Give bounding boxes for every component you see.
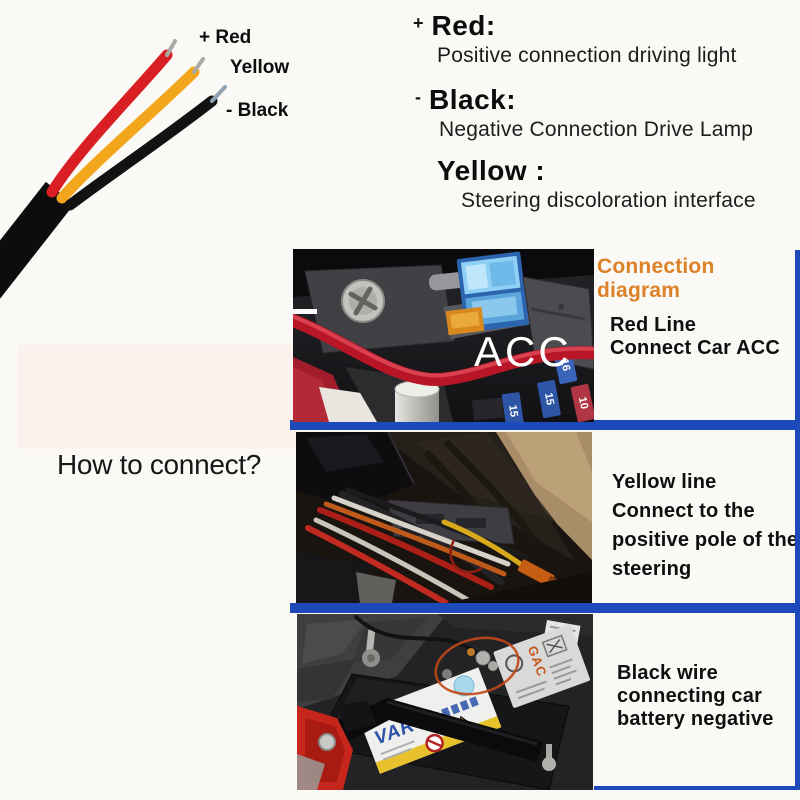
right-border — [795, 250, 800, 790]
bottom-shadow — [446, 572, 592, 603]
mini-fuse-10: 10 — [570, 383, 594, 422]
svg-text:10: 10 — [576, 396, 590, 410]
legend-item-yellow: Yellow : Steering discoloration interfac… — [437, 155, 756, 213]
relay-seam — [530, 307, 586, 321]
step-caption-yellow: Yellow line Connect to the positive pole… — [612, 471, 799, 580]
acc-label: ACC — [474, 328, 572, 375]
bottom-border — [594, 786, 800, 790]
yellow-tap-wire — [441, 519, 529, 571]
dash-panel-edge — [387, 432, 415, 485]
battery-scene: GAC VARTA — [297, 614, 593, 790]
question-text: How to connect? — [57, 449, 262, 480]
cable-illustration — [0, 39, 227, 299]
step-caption-red: Red Line Connect Car ACC — [610, 314, 781, 359]
thin-red-wire — [449, 539, 483, 574]
terminal-post — [394, 380, 440, 422]
svg-text:15: 15 — [506, 404, 520, 418]
steering-harness-photo — [296, 432, 592, 603]
svg-text:15: 15 — [542, 392, 556, 406]
divider-2 — [290, 603, 800, 613]
prohibition-icon — [425, 733, 444, 753]
cable-label-red: + Red — [199, 27, 252, 48]
cable-jacket — [0, 181, 75, 299]
legend-item-red: + Red: Positive connection driving light — [413, 10, 737, 68]
black-wire — [64, 95, 218, 211]
yellow-wire — [56, 66, 200, 204]
legend-black-title: -Black: — [415, 84, 753, 116]
relay-box — [522, 276, 594, 370]
relay-dot — [558, 304, 564, 310]
legend-yellow-title: Yellow : — [437, 155, 756, 187]
black-wire-tip — [210, 85, 227, 103]
blue-glyph-marks — [441, 696, 479, 719]
gac-label: GAC — [493, 624, 591, 708]
fuse-box-scene: 16 15 15 10 — [293, 249, 594, 422]
fuse-box-photo: 16 15 15 10 — [293, 249, 594, 422]
yellow-wire-tip — [192, 57, 205, 74]
bracket-foot — [337, 700, 377, 732]
red-wire-tip — [165, 39, 177, 57]
mounting-studs — [362, 629, 556, 771]
legend-item-black: -Black: Negative Connection Drive Lamp — [415, 84, 753, 142]
svg-text:16: 16 — [558, 358, 572, 372]
highlight-ellipse — [434, 636, 520, 696]
legend-red-name: Red: — [431, 10, 496, 41]
floor-highlight — [506, 432, 592, 522]
bracket-slot-3 — [400, 528, 420, 536]
empty-fuse-slot — [472, 397, 504, 421]
dash-panel-gloss — [306, 434, 384, 472]
silver-bracket — [356, 572, 396, 603]
legend-yellow-name: Yellow : — [437, 155, 546, 186]
legend-red-title: + Red: — [413, 10, 737, 42]
panel-title: Connection diagram — [597, 255, 715, 302]
positive-terminal-cover — [297, 706, 353, 790]
red-wire — [46, 49, 173, 198]
legend-black-description: Negative Connection Drive Lamp — [439, 118, 754, 141]
minus-sign: - — [415, 87, 421, 107]
red-acc-wire-highlight — [293, 314, 594, 378]
pink-wash — [18, 345, 296, 449]
seat-bolster — [416, 432, 556, 522]
phillips-screw — [341, 279, 385, 323]
negative-clamp — [467, 648, 498, 671]
harness-scene — [296, 432, 592, 603]
car-battery-photo: GAC VARTA — [297, 614, 593, 790]
legend-black-name: Black: — [429, 84, 517, 115]
cable-label-yellow: Yellow — [230, 57, 290, 78]
plus-sign: + — [413, 13, 424, 33]
mini-fuse-15a: 15 — [537, 380, 561, 418]
step-caption-black: Black wire connecting car battery negati… — [617, 662, 774, 730]
white-dash-mark — [293, 309, 317, 314]
cable-label-black: - Black — [226, 100, 289, 121]
legend-yellow-description: Steering discoloration interface — [461, 189, 756, 212]
bracket-edge — [386, 700, 538, 746]
bracket-slot-2 — [456, 518, 486, 528]
red-acc-wire — [293, 313, 594, 387]
orange-fuse — [445, 306, 485, 336]
divider-1 — [290, 420, 800, 430]
mini-fuse-15b: 15 — [501, 392, 525, 422]
legend-red-description: Positive connection driving light — [437, 44, 737, 67]
